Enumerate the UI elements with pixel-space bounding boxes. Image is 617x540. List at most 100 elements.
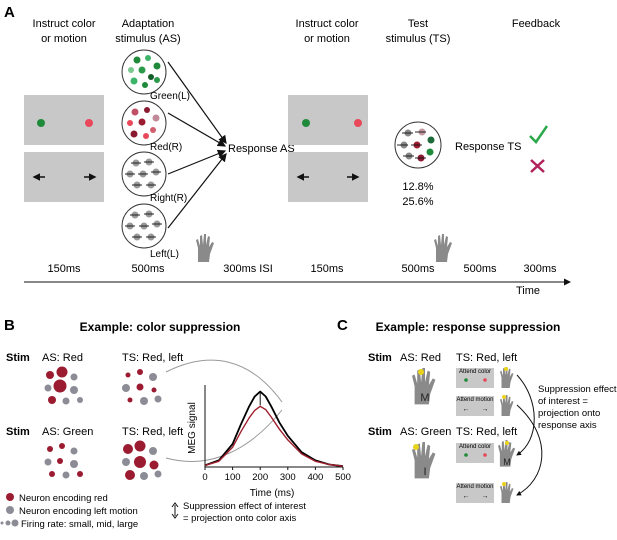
c-note-line3: projection onto (538, 408, 600, 419)
stim-label-b1: Stim (6, 352, 30, 364)
series-line-1 (204, 390, 344, 468)
legend-small-dot (0, 521, 4, 525)
time-isi: 300ms ISI (223, 263, 273, 275)
b-row1-ts-neurons (122, 369, 162, 405)
suppression-arrow-icon (171, 502, 179, 519)
c-row2-ts: TS: Red, left (456, 426, 517, 438)
as-label-red: Red(R) (150, 142, 182, 153)
c-attend-motion-label-2: Attend motion (456, 484, 493, 490)
c-green-dot-1 (464, 378, 468, 382)
col1-title-line2: or motion (41, 33, 87, 45)
c-hand-letter-2: I (423, 466, 426, 478)
c-arrow-lower (516, 404, 543, 496)
time-as: 500ms (131, 263, 165, 275)
red-dot-2 (354, 119, 362, 127)
connector-bottom (165, 409, 283, 462)
time-instruct-1: 150ms (47, 263, 81, 275)
c-note-line1: Suppression effect (538, 384, 617, 395)
correct-check-icon (529, 125, 549, 144)
as-label-green: Green(L) (150, 91, 190, 102)
time-label: Time (516, 285, 540, 297)
hand-icon-ts (434, 234, 452, 262)
panel-a-label: A (4, 4, 15, 21)
instruct-color-box-2 (288, 95, 368, 145)
c-note-line4: response axis (538, 420, 597, 431)
c-note: Suppression effect of interest = project… (538, 384, 617, 431)
red-dot (85, 119, 93, 127)
col4-title-line2: stimulus (TS) (386, 33, 451, 45)
col4-title-line1: Test (408, 18, 428, 30)
instruct-color-box-1 (24, 95, 104, 145)
c-red-dot-2 (483, 453, 487, 457)
as-response-arrows (167, 61, 227, 229)
c-row2-hand-icon: I (412, 442, 436, 479)
legend-red-neuron: Neuron encoding red (19, 493, 108, 504)
ts-circle (394, 121, 442, 169)
b-row2-as-neurons (44, 443, 83, 479)
c-small-hands: M (498, 367, 516, 503)
b-row1-ts: TS: Red, left (122, 352, 183, 364)
b-row1-as-neurons (44, 366, 83, 405)
stim-label-c2: Stim (368, 426, 392, 438)
chart-x-label: Time (ms) (250, 488, 295, 499)
panel-c-label: C (337, 317, 348, 334)
series-line-2 (204, 405, 344, 467)
b-row2-ts-neurons (122, 440, 162, 480)
legend-gray-neuron: Neuron encoding left motion (19, 506, 138, 517)
stim-label-b2: Stim (6, 426, 30, 438)
b-row1-as: AS: Red (42, 352, 83, 364)
panel-b-label: B (4, 317, 15, 334)
c-left-arrow-icon-1: ← (463, 406, 470, 413)
c-attend-color-label-2: Attend color (459, 444, 491, 450)
col2-title-line1: Adaptation (122, 18, 175, 30)
c-right-arrow-icon-1: → (482, 406, 489, 413)
chart-y-label: MEG signal (187, 402, 198, 454)
legend-mid-dot (5, 520, 11, 526)
c-hand-letter-1: M (420, 392, 429, 404)
time-ts: 500ms (401, 263, 435, 275)
as-label-right: Right(R) (150, 193, 187, 204)
legend-large-dot (11, 519, 19, 527)
col3-title-line1: Instruct color (296, 18, 359, 30)
x-tick-label: 0 (202, 472, 207, 483)
response-ts-label: Response TS (455, 141, 521, 153)
green-dot-2 (302, 119, 310, 127)
coherence-high: 25.6% (402, 196, 433, 208)
b-suppression-note-line2: = projection onto color axis (183, 513, 297, 524)
as-left-circle (121, 203, 167, 249)
b-row2-ts: TS: Red, left (122, 426, 183, 438)
c-arrow-upper (516, 374, 535, 456)
c-attend-color-box-2 (456, 443, 494, 463)
c-attend-color-label-1: Attend color (459, 369, 491, 375)
c-attend-motion-label-1: Attend motion (456, 397, 493, 403)
col3-title-line2: or motion (304, 33, 350, 45)
time-response: 500ms (463, 263, 497, 275)
as-label-left: Left(L) (150, 249, 179, 260)
c-attend-color-box-1 (456, 368, 494, 388)
c-row1-as: AS: Red (400, 352, 441, 364)
as-green-circle (121, 49, 167, 95)
timeline-labels: 150ms 500ms 300ms ISI 150ms 500ms 500ms … (47, 263, 557, 275)
c-green-dot-2 (464, 453, 468, 457)
x-tick-label: 500 (335, 472, 351, 483)
green-dot (37, 119, 45, 127)
c-attend-motion-box-2 (456, 483, 494, 503)
as-right-circle (121, 151, 167, 197)
legend-red-swatch (6, 493, 14, 501)
c-hand-letter-3: M (503, 457, 511, 467)
panel-c-title: Example: response suppression (376, 320, 561, 334)
legend-gray-swatch (6, 506, 14, 514)
c-red-dot-1 (483, 378, 487, 382)
x-tick-label: 200 (252, 472, 268, 483)
c-row1-hand-icon: M (412, 368, 436, 405)
c-right-arrow-icon-2: → (482, 493, 489, 500)
b-row2-as: AS: Green (42, 426, 93, 438)
b-suppression-note-line1: Suppression effect of interest (183, 501, 306, 512)
col5-title: Feedback (512, 18, 561, 30)
c-row2-as: AS: Green (400, 426, 451, 438)
time-feedback: 300ms (523, 263, 557, 275)
c-attend-motion-box-1 (456, 396, 494, 416)
c-left-arrow-icon-2: ← (463, 493, 470, 500)
